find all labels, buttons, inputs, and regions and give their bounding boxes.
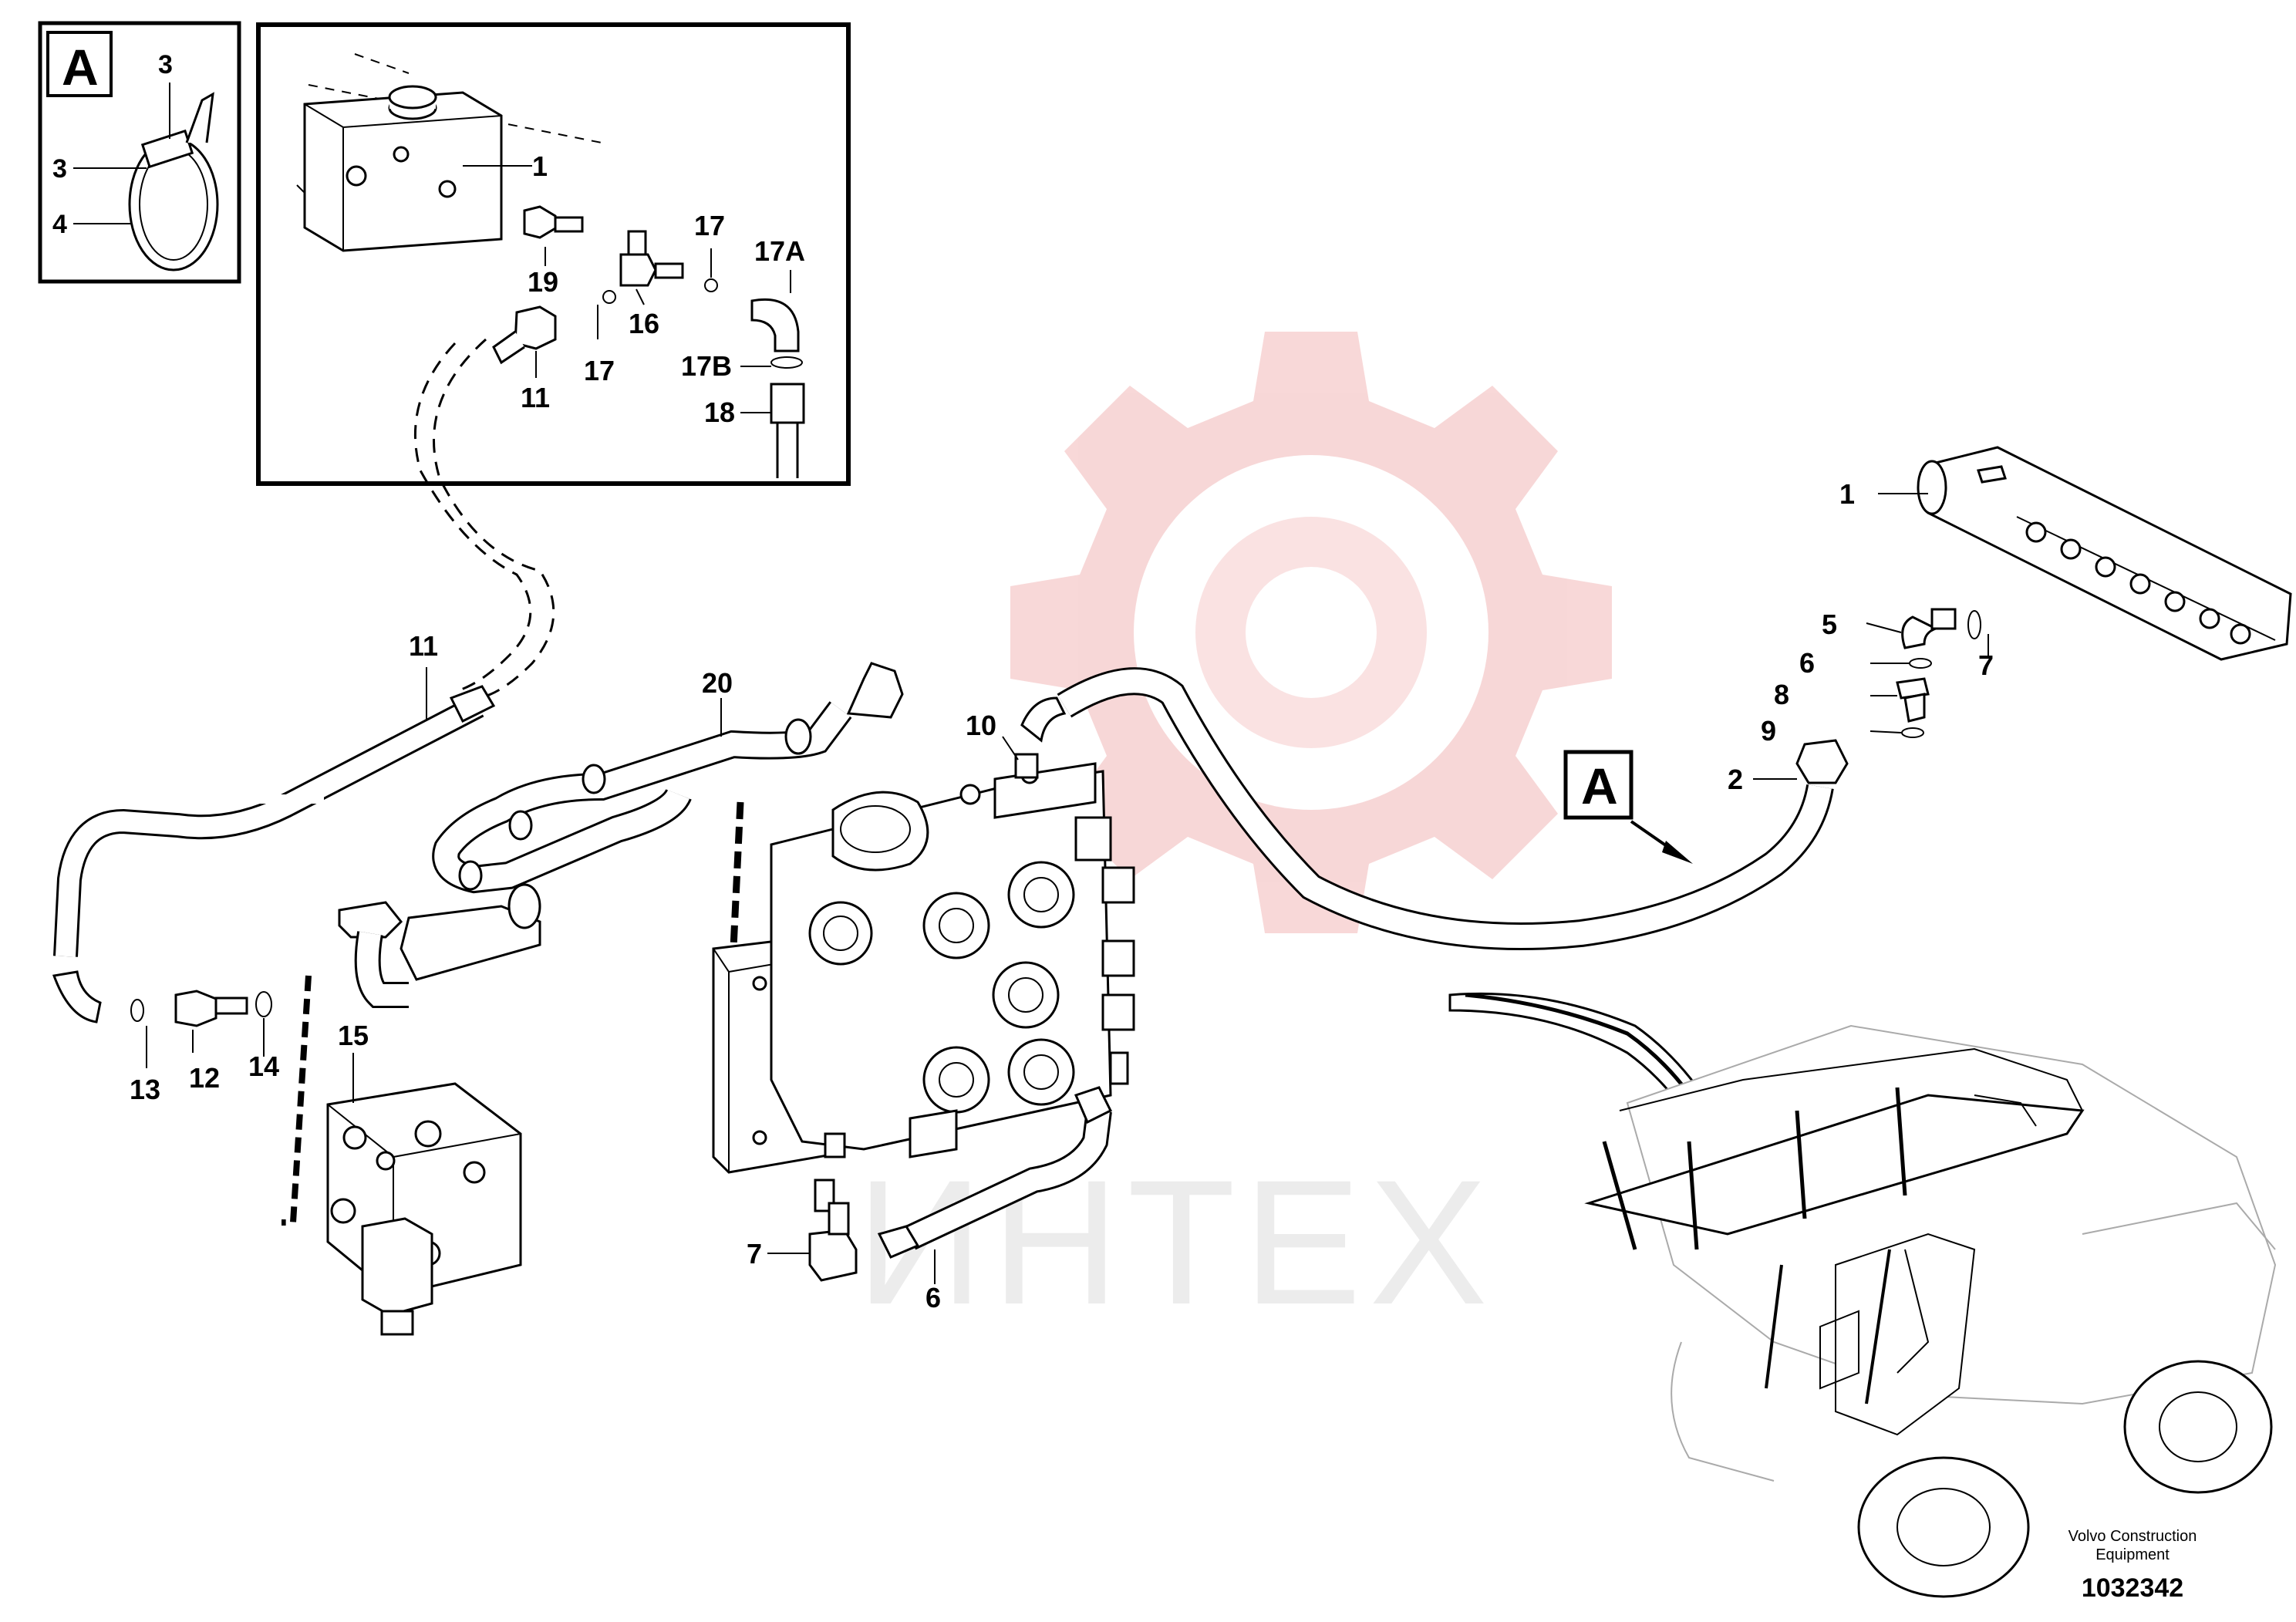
detail-label-3a: 3 [158, 50, 173, 79]
inset-label-17A: 17A [754, 235, 805, 267]
fittings-12-13-14 [130, 990, 272, 1027]
right-fittings [1896, 608, 1981, 738]
main-label-7: 7 [747, 1238, 762, 1270]
inset-label-17B: 17B [681, 350, 732, 382]
detail-letter-box [46, 31, 113, 97]
main-label-20: 20 [702, 667, 733, 699]
manifold-1 [1917, 446, 2292, 661]
footer-company-line2: Equipment [2095, 1546, 2170, 1563]
right-label-7: 7 [1978, 649, 1994, 681]
main-label-14: 14 [248, 1050, 279, 1082]
fitting-19-icon [523, 205, 584, 239]
dashed-hose-connection [433, 338, 555, 700]
fitting-10-icon [1014, 696, 1067, 779]
hose-11 [52, 685, 496, 1023]
inset-label-17b: 17 [584, 355, 615, 386]
main-label-10: 10 [966, 710, 996, 741]
hose-end-18-icon [770, 383, 805, 478]
inset-label-18: 18 [704, 396, 735, 428]
inset-label-17a: 17 [694, 210, 725, 241]
hose-6-bottom [877, 1051, 1129, 1259]
main-label-12: 12 [189, 1062, 220, 1094]
right-label-8: 8 [1774, 679, 1789, 710]
watermark-text: ИНТЕХ [856, 1143, 1495, 1341]
callout-letter-box [1563, 750, 1633, 820]
hose-2 [1057, 667, 1849, 950]
hydraulic-tank-icon [296, 85, 503, 252]
right-label-5: 5 [1822, 609, 1837, 640]
valve-block-15 [326, 1082, 522, 1336]
cable-tie-icon [128, 92, 219, 271]
footer-company: Volvo Construction [2068, 1528, 2197, 1545]
callout-letter: A [1581, 757, 1618, 814]
fitting-17a-elbow-icon [750, 298, 803, 369]
watermark-logo: ИНТЕХ [856, 332, 1612, 1341]
detail-label-3b: 3 [52, 154, 67, 184]
pipe-20 [338, 662, 904, 1008]
main-label-6: 6 [925, 1282, 941, 1313]
fitting-16-icon [619, 230, 684, 287]
inset-label-19: 19 [528, 266, 558, 298]
inset-label-1: 1 [532, 150, 548, 182]
right-label-2: 2 [1728, 764, 1743, 795]
fitting-7-bottom-icon [808, 1179, 858, 1282]
main-label-11: 11 [409, 630, 438, 662]
detail-a-box: A 3 3 4 [38, 21, 241, 284]
inset-detail-box: 1 19 16 17 17 17A 17B 18 11 [256, 22, 851, 486]
inset-label-16: 16 [629, 308, 659, 339]
hose-end-11-icon [492, 305, 557, 365]
right-label-1: 1 [1839, 478, 1855, 510]
detail-letter: A [62, 39, 99, 96]
main-label-15: 15 [338, 1020, 369, 1051]
right-label-9: 9 [1761, 715, 1776, 747]
machine-overview-icon [1448, 992, 2277, 1598]
right-label-6: 6 [1799, 647, 1815, 679]
callout-a: A [1563, 750, 1693, 864]
control-valve-assembly [712, 762, 1135, 1174]
inset-label-11: 11 [521, 382, 550, 413]
main-label-13: 13 [130, 1074, 160, 1105]
footer-block: Volvo Construction Equipment 1032342 [2068, 1528, 2197, 1603]
drawing-number: 1032342 [2082, 1573, 2183, 1603]
detail-label-4: 4 [52, 210, 67, 239]
